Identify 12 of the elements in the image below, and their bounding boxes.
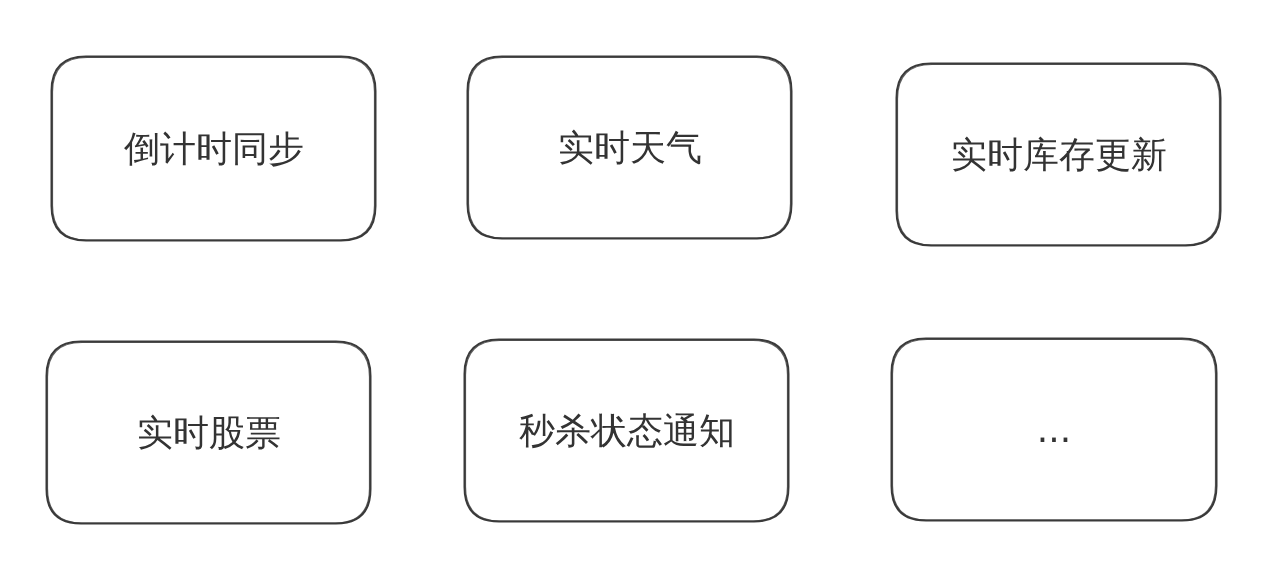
- box-label: 实时股票: [135, 411, 282, 455]
- rounded-box: [463, 338, 790, 523]
- box-label: 实时天气: [556, 126, 703, 170]
- rounded-box: [890, 337, 1218, 522]
- rounded-box: [50, 55, 377, 242]
- box-label: 实时库存更新: [949, 133, 1168, 177]
- box-label: ...: [1035, 408, 1073, 452]
- rounded-box: [45, 340, 372, 525]
- rounded-box: [466, 55, 793, 240]
- box-label: 秒杀状态通知: [517, 409, 736, 453]
- rounded-box: [895, 62, 1222, 247]
- box-label: 倒计时同步: [122, 127, 305, 171]
